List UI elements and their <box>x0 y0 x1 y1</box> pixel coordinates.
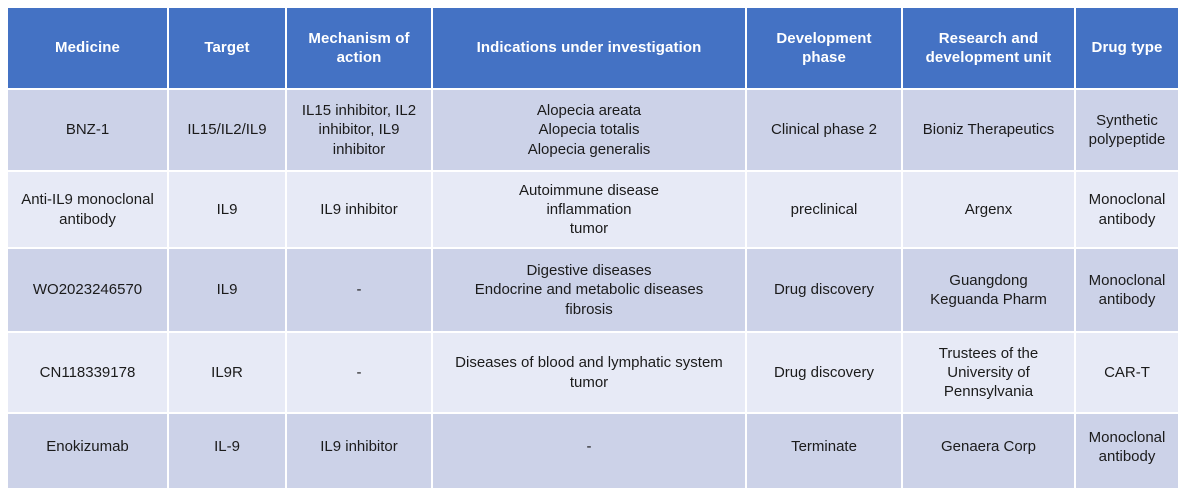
cell-phase: preclinical <box>747 172 903 249</box>
cell-unit: Genaera Corp <box>903 414 1076 488</box>
table-body: BNZ-1 IL15/IL2/IL9 IL15 inhibitor, IL2 i… <box>8 90 1178 488</box>
column-header-drug-type: Drug type <box>1076 8 1178 90</box>
column-header-research-and-development-unit: Research and development unit <box>903 8 1076 90</box>
drug-pipeline-table-container: Medicine Target Mechanism of action Indi… <box>8 8 1178 488</box>
table-row: Enokizumab IL-9 IL9 inhibitor - Terminat… <box>8 414 1178 488</box>
cell-medicine: BNZ-1 <box>8 90 169 172</box>
cell-target: IL-9 <box>169 414 287 488</box>
column-header-mechanism-of-action: Mechanism of action <box>287 8 433 90</box>
cell-indication: Alopecia areata Alopecia totalis Alopeci… <box>433 90 747 172</box>
cell-indication: - <box>433 414 747 488</box>
cell-medicine: Enokizumab <box>8 414 169 488</box>
cell-drugtype: Synthetic polypeptide <box>1076 90 1178 172</box>
table-row: WO2023246570 IL9 - Digestive diseases En… <box>8 249 1178 333</box>
column-header-medicine: Medicine <box>8 8 169 90</box>
cell-mechanism: IL9 inhibitor <box>287 172 433 249</box>
cell-indication: Autoimmune disease inflammation tumor <box>433 172 747 249</box>
cell-phase: Drug discovery <box>747 249 903 333</box>
table-row: BNZ-1 IL15/IL2/IL9 IL15 inhibitor, IL2 i… <box>8 90 1178 172</box>
cell-target: IL9 <box>169 172 287 249</box>
header-row: Medicine Target Mechanism of action Indi… <box>8 8 1178 90</box>
cell-phase: Clinical phase 2 <box>747 90 903 172</box>
cell-medicine: WO2023246570 <box>8 249 169 333</box>
table-header: Medicine Target Mechanism of action Indi… <box>8 8 1178 90</box>
cell-medicine: Anti-IL9 monoclonal antibody <box>8 172 169 249</box>
cell-unit: Bioniz Therapeutics <box>903 90 1076 172</box>
cell-indication: Diseases of blood and lymphatic system t… <box>433 333 747 414</box>
table-row: Anti-IL9 monoclonal antibody IL9 IL9 inh… <box>8 172 1178 249</box>
column-header-indications-under-investigation: Indications under investigation <box>433 8 747 90</box>
cell-target: IL9 <box>169 249 287 333</box>
table-row: CN118339178 IL9R - Diseases of blood and… <box>8 333 1178 414</box>
cell-target: IL9R <box>169 333 287 414</box>
cell-phase: Drug discovery <box>747 333 903 414</box>
cell-drugtype: Monoclonal antibody <box>1076 249 1178 333</box>
cell-mechanism: - <box>287 333 433 414</box>
cell-target: IL15/IL2/IL9 <box>169 90 287 172</box>
cell-unit: Argenx <box>903 172 1076 249</box>
cell-drugtype: Monoclonal antibody <box>1076 172 1178 249</box>
cell-mechanism: IL15 inhibitor, IL2 inhibitor, IL9 inhib… <box>287 90 433 172</box>
column-header-development-phase: Development phase <box>747 8 903 90</box>
cell-phase: Terminate <box>747 414 903 488</box>
cell-medicine: CN118339178 <box>8 333 169 414</box>
cell-unit: Trustees of the University of Pennsylvan… <box>903 333 1076 414</box>
cell-unit: Guangdong Keguanda Pharm <box>903 249 1076 333</box>
column-header-target: Target <box>169 8 287 90</box>
drug-pipeline-table: Medicine Target Mechanism of action Indi… <box>8 8 1178 488</box>
cell-indication: Digestive diseases Endocrine and metabol… <box>433 249 747 333</box>
cell-mechanism: IL9 inhibitor <box>287 414 433 488</box>
cell-drugtype: CAR-T <box>1076 333 1178 414</box>
cell-drugtype: Monoclonal antibody <box>1076 414 1178 488</box>
cell-mechanism: - <box>287 249 433 333</box>
